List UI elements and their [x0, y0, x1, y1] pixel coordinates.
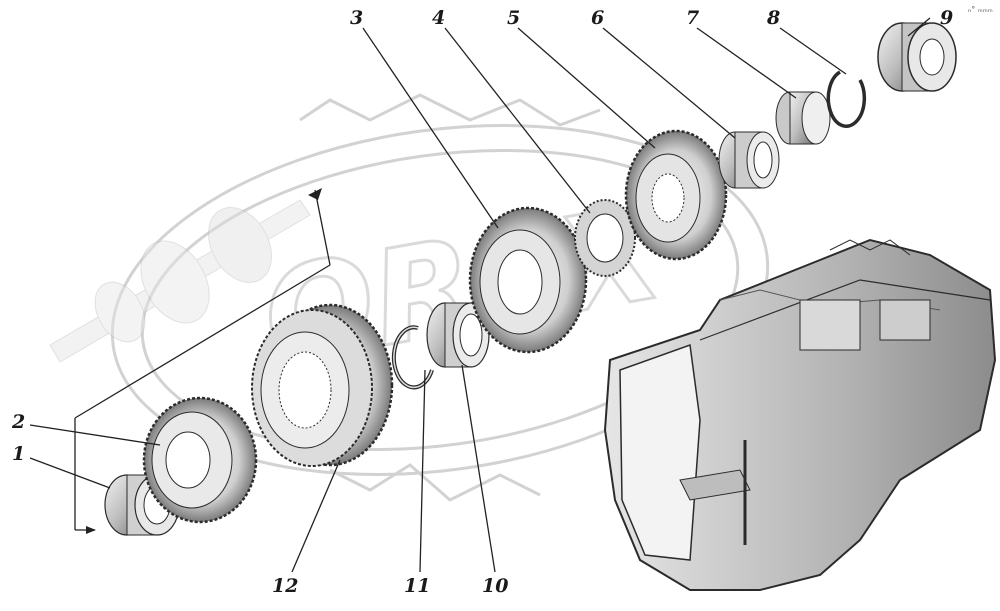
- callout-4: 4: [432, 7, 445, 29]
- watermark-logo: [110, 93, 770, 502]
- callout-12: 12: [272, 575, 298, 597]
- part-11-snap-ring: [391, 325, 434, 390]
- callout-8: 8: [766, 7, 780, 29]
- callout-6: 6: [591, 7, 604, 29]
- leader-lines: [29, 17, 931, 573]
- assembly-bracket: [74, 188, 331, 534]
- callout-1: 1: [12, 443, 25, 465]
- part-12-synchronizer: [251, 303, 394, 467]
- callout-10: 10: [482, 575, 508, 597]
- part-10-needle-bearing: [426, 302, 490, 368]
- part-1-needle-bearing: [104, 474, 180, 536]
- part-4-synchro-ring: [574, 199, 636, 277]
- part-8-snap-ring: [826, 70, 867, 128]
- gearbox-housing: [603, 238, 997, 591]
- corner-mark: ₙ° ₘₘₘ: [968, 5, 993, 14]
- ghost-shaft: [49, 199, 311, 363]
- part-7-bushing: [775, 91, 831, 145]
- part-6-needle-bearing: [718, 131, 780, 189]
- callout-5: 5: [507, 7, 520, 29]
- part-3-gear: [468, 206, 588, 354]
- callout-11: 11: [404, 575, 430, 597]
- callout-7: 7: [686, 7, 699, 29]
- part-9-ball-bearing: [877, 22, 957, 92]
- part-5-gear: [624, 129, 728, 261]
- callout-2: 2: [11, 411, 25, 433]
- callout-9: 9: [940, 7, 953, 29]
- part-2-gear: [142, 396, 258, 524]
- callout-3: 3: [350, 7, 363, 29]
